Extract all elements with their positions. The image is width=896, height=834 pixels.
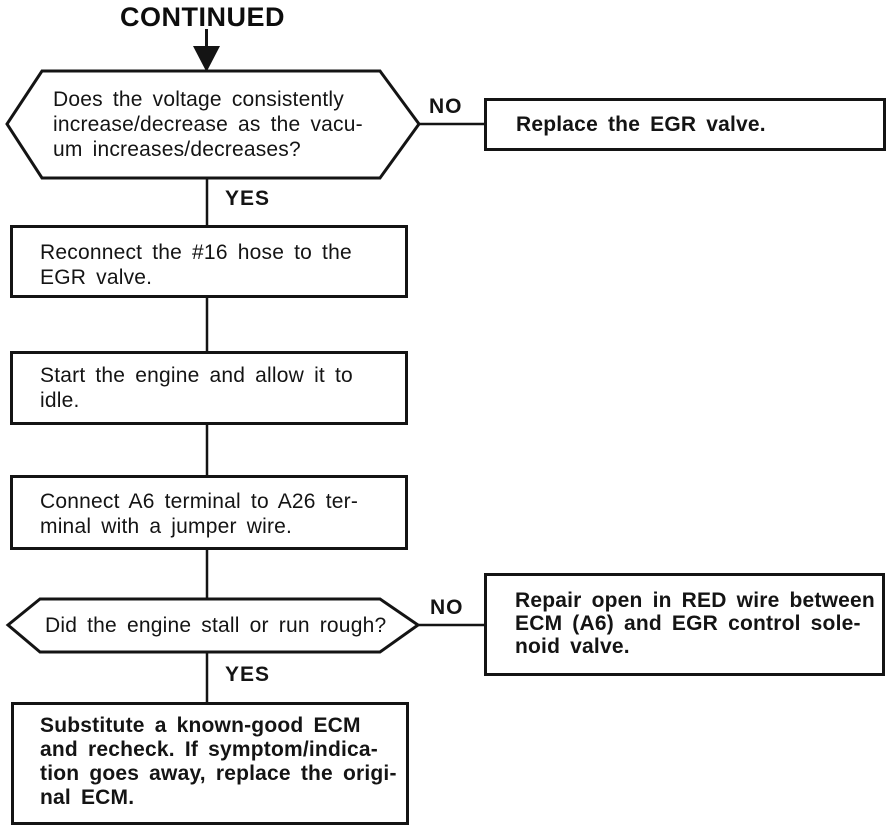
text-line: EGR valve.	[40, 266, 153, 289]
decision-voltage-hexagon	[5, 69, 421, 180]
text-line: Start the engine and allow it to	[40, 364, 353, 387]
reconnect-hose-text: Reconnect the #16 hose to the EGR valve.	[40, 240, 352, 290]
text-line: increase/decrease as the vacu-	[53, 113, 363, 136]
text-line: Connect A6 terminal to A26 ter-	[40, 490, 359, 513]
page-title: CONTINUED	[120, 2, 285, 32]
text-line: noid valve.	[515, 635, 630, 658]
text-line: nal ECM.	[40, 786, 135, 809]
text-line: um increases/decreases?	[53, 138, 301, 161]
reconnect-hose-box	[10, 225, 408, 298]
yes-label-1: YES	[225, 187, 271, 210]
text-line: ECM (A6) and EGR control sole-	[515, 612, 861, 635]
yes-label-2: YES	[225, 663, 271, 686]
text-line: idle.	[40, 389, 80, 412]
start-engine-box	[10, 351, 408, 425]
connect-jumper-text: Connect A6 terminal to A26 ter- minal wi…	[40, 489, 358, 539]
text-line: Replace the EGR valve.	[516, 113, 766, 136]
text-line: and recheck. If symptom/indica-	[40, 738, 378, 761]
no-label-1: NO	[429, 95, 463, 118]
text-line: tion goes away, replace the origi-	[40, 762, 397, 785]
replace-egr-box	[484, 98, 886, 151]
repair-red-wire-box	[484, 573, 885, 676]
replace-egr-text: Replace the EGR valve.	[516, 112, 766, 137]
repair-red-wire-text: Repair open in RED wire between ECM (A6)…	[515, 589, 875, 658]
text-line: Did the engine stall or run rough?	[45, 614, 387, 637]
text-line: Reconnect the #16 hose to the	[40, 241, 352, 264]
text-line: Does the voltage consistently	[53, 88, 344, 111]
text-line: minal with a jumper wire.	[40, 515, 293, 538]
start-engine-text: Start the engine and allow it to idle.	[40, 363, 353, 413]
decision-stall-text: Did the engine stall or run rough?	[45, 613, 386, 638]
substitute-ecm-box	[11, 702, 409, 825]
text-line: Repair open in RED wire between	[515, 589, 875, 612]
down-arrow-icon	[193, 46, 220, 72]
decision-voltage-text: Does the voltage consistently increase/d…	[53, 87, 363, 162]
connect-jumper-box	[10, 475, 408, 550]
no-label-2: NO	[430, 596, 464, 619]
text-line: Substitute a known-good ECM	[40, 714, 361, 737]
substitute-ecm-text: Substitute a known-good ECM and recheck.…	[40, 714, 397, 810]
decision-stall-hexagon	[5, 597, 421, 654]
